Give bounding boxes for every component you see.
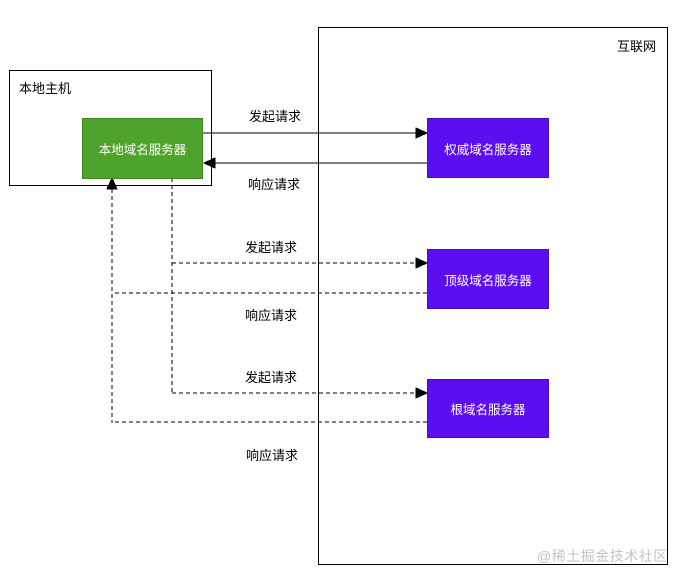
node-local-dns-server: 本地域名服务器 <box>82 118 203 179</box>
internet-label: 互联网 <box>616 39 656 54</box>
edge-label-request-auth: 发起请求 <box>248 109 302 124</box>
node-root-dns-server: 根域名服务器 <box>427 379 549 438</box>
edge-label-response-tld: 响应请求 <box>244 308 298 323</box>
edge-label-request-tld: 发起请求 <box>244 240 298 255</box>
edge-label-response-root: 响应请求 <box>245 448 299 463</box>
node-tld-dns-server: 顶级域名服务器 <box>427 249 549 309</box>
watermark-text: @稀土掘金技术社区 <box>537 548 668 564</box>
edge-label-request-root: 发起请求 <box>244 370 298 385</box>
localhost-label: 本地主机 <box>19 81 72 96</box>
node-authoritative-dns-server: 权威域名服务器 <box>427 118 549 178</box>
internet-container-box: 互联网 <box>318 27 668 565</box>
edge-label-response-auth: 响应请求 <box>247 177 301 192</box>
